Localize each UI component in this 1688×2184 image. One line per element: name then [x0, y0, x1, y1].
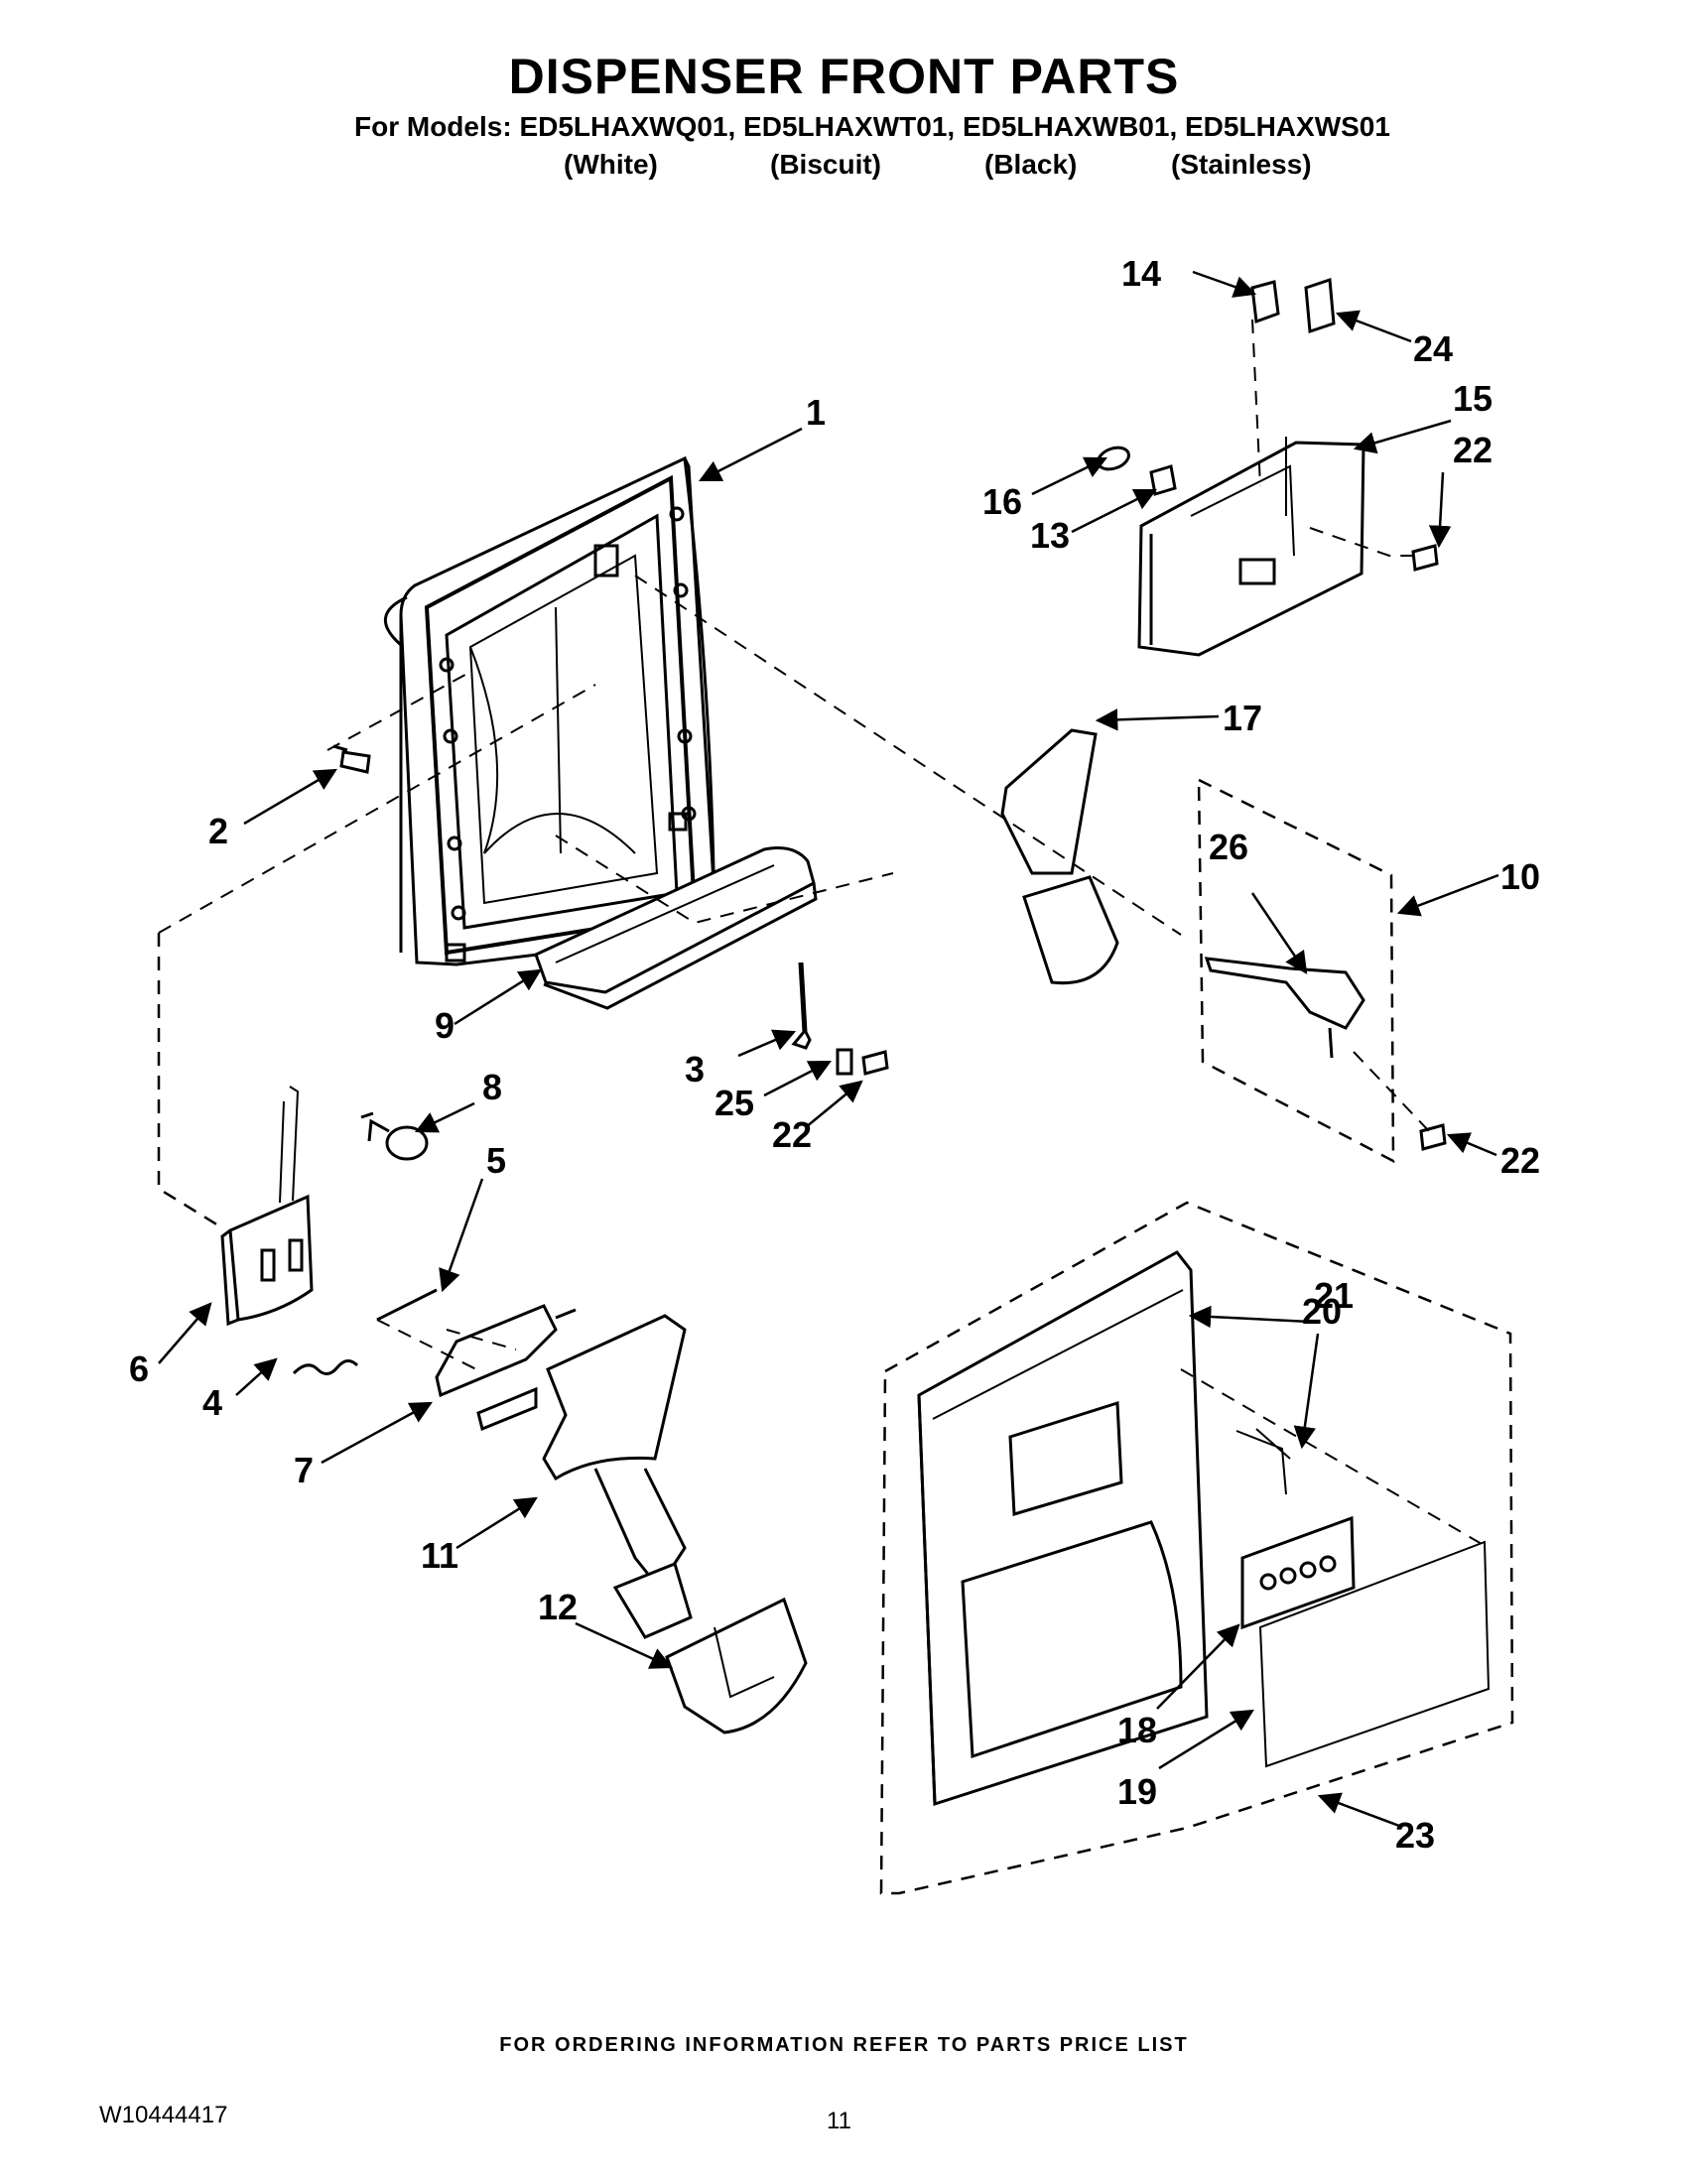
callout-13: 13: [1030, 515, 1070, 556]
part-16-13-lamp: [1097, 446, 1177, 496]
part-2-screw: [332, 744, 371, 774]
callout-8: 8: [482, 1067, 502, 1107]
part-14-24-switch: [1250, 277, 1336, 334]
part-21-front-panel: [917, 1250, 1209, 1807]
callout-11: 11: [421, 1535, 458, 1576]
part-22-screws: [1411, 544, 1447, 1151]
part-17-paddle: [1000, 728, 1119, 985]
callout-3: 3: [685, 1049, 705, 1090]
callout-22-right: 22: [1500, 1140, 1540, 1181]
part-15-bracket: [1137, 437, 1365, 657]
part-12-chute: [665, 1597, 808, 1734]
callout-7: 7: [294, 1450, 314, 1490]
page-title: DISPENSER FRONT PARTS: [508, 49, 1180, 104]
callout-26: 26: [1209, 827, 1248, 867]
part-18-19-20-controls: [1235, 1428, 1491, 1768]
finish-biscuit: (Biscuit): [770, 149, 881, 180]
part-9-drip-tray: [534, 846, 818, 1010]
callout-9: 9: [435, 1005, 454, 1046]
callout-22-top: 22: [1453, 430, 1493, 470]
callout-16: 16: [982, 481, 1022, 522]
wire-route-outline: [157, 933, 224, 1230]
part-4-spring: [292, 1359, 359, 1375]
models-line: For Models: ED5LHAXWQ01, ED5LHAXWT01, ED…: [354, 111, 1390, 142]
part-8-plunger: [360, 1111, 429, 1161]
alignment-lines: [158, 319, 1490, 1549]
callout-6: 6: [129, 1349, 149, 1389]
callout-2: 2: [208, 811, 228, 851]
part-1-housing: [383, 455, 718, 966]
finish-white: (White): [564, 149, 658, 180]
callout-23: 23: [1395, 1815, 1435, 1856]
assembly-outlines: [157, 777, 1514, 1895]
callout-17: 17: [1223, 698, 1262, 738]
callout-22-middle: 22: [772, 1114, 812, 1155]
callout-25: 25: [714, 1083, 754, 1123]
assembly-10-outline: [1197, 777, 1395, 1164]
part-7-lever-arm: [435, 1304, 577, 1432]
callout-15: 15: [1453, 378, 1493, 419]
part-5-pin: [376, 1288, 438, 1322]
callout-4: 4: [202, 1382, 222, 1423]
part-26-lever: [1204, 957, 1365, 1059]
callout-20: 20: [1302, 1291, 1342, 1332]
callout-labels: 1 2 3 4 5 6 7 8 9 10 11 12 13 14 15 16 1…: [129, 253, 1540, 1856]
callout-19: 19: [1117, 1771, 1157, 1812]
part-11-actuator-arm: [542, 1314, 693, 1639]
callout-5: 5: [486, 1140, 506, 1181]
part-3-25-clip: [791, 962, 889, 1076]
callout-14: 14: [1121, 253, 1161, 294]
callout-1: 1: [806, 392, 826, 433]
callout-24: 24: [1413, 328, 1453, 369]
document-number: W10444417: [99, 2102, 228, 2128]
callout-18: 18: [1117, 1710, 1157, 1750]
callout-21: 21: [1314, 1275, 1354, 1316]
page-number: 11: [827, 2108, 851, 2134]
finish-stainless: (Stainless): [1171, 149, 1312, 180]
callout-12: 12: [538, 1587, 578, 1627]
part-6-switch: [220, 1086, 314, 1327]
ordering-note: FOR ORDERING INFORMATION REFER TO PARTS …: [499, 2034, 1189, 2056]
finish-black: (Black): [984, 149, 1078, 180]
callout-arrows: [158, 270, 1499, 1828]
callout-10: 10: [1500, 856, 1540, 897]
